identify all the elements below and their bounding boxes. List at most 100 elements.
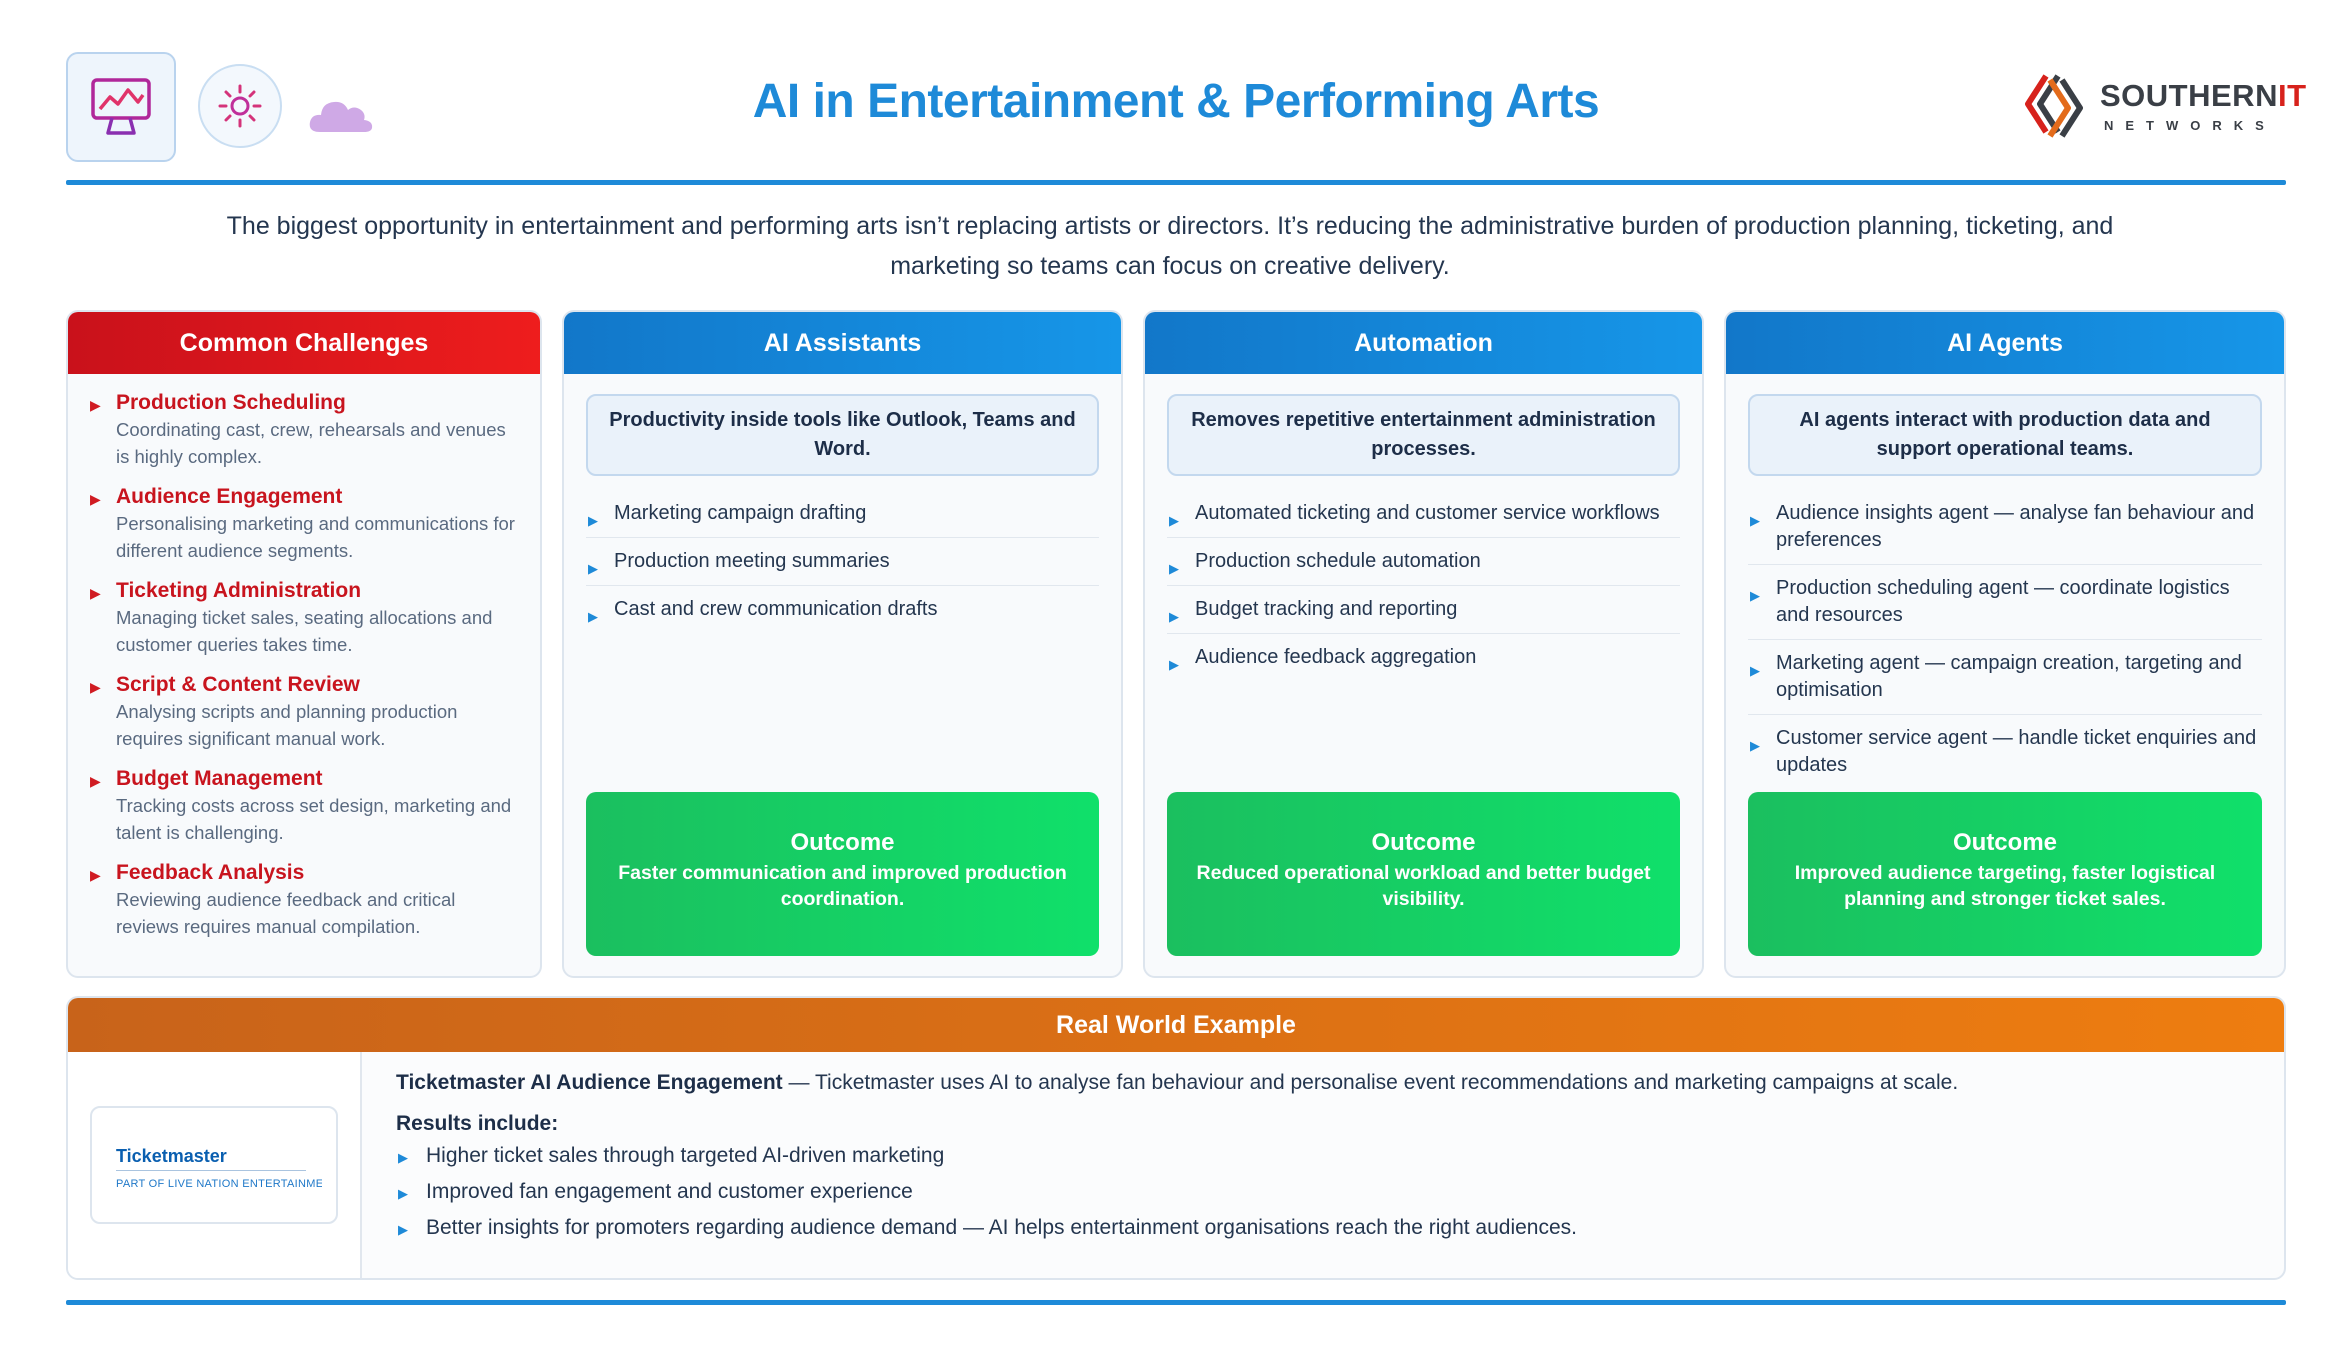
outcome-title: Outcome — [790, 829, 895, 856]
bullet-triangle-icon: ▶ — [90, 679, 101, 695]
bullet-item: ▶ Cast and crew communication drafts — [586, 586, 1099, 633]
header-divider — [66, 180, 2286, 185]
outcome-text: Reduced operational workload and better … — [1196, 862, 1651, 910]
challenge-title: Ticketing Administration — [116, 579, 362, 602]
column-header: AI Assistants — [564, 312, 1121, 374]
challenge-title: Script & Content Review — [116, 673, 360, 696]
bullet-item: ▶ Audience feedback aggregation — [1167, 634, 1680, 681]
bullet-text: Audience insights agent — analyse fan be… — [1776, 502, 2255, 551]
outcome-text: Faster communication and improved produc… — [618, 862, 1067, 910]
column-header: AI Agents — [1726, 312, 2284, 374]
bullet-item: ▶ Marketing agent — campaign creation, ta… — [1748, 640, 2262, 715]
bullet-item: ▶ Customer service agent — handle ticket … — [1748, 715, 2262, 789]
challenge-title: Feedback Analysis — [116, 861, 305, 884]
challenge-description: Coordinating cast, crew, rehearsals and … — [116, 419, 506, 467]
bullet-text: Production meeting summaries — [614, 550, 890, 572]
results-list: ▶ Higher ticket sales through targeted AI… — [396, 1138, 2264, 1246]
column-bullet-list: ▶ Automated ticketing and customer servic… — [1167, 490, 1680, 681]
bullet-text: Automated ticketing and customer service… — [1195, 502, 1660, 524]
ai-agents-panel: AI Agents AI agents interact with product… — [1724, 310, 2286, 978]
logo-mark-icon — [2025, 74, 2083, 138]
bullet-text: Production scheduling agent — coordinate… — [1776, 577, 2230, 626]
example-header: Real World Example — [68, 998, 2284, 1052]
outcome-title: Outcome — [1952, 829, 2057, 856]
challenge-description: Personalising marketing and communicatio… — [116, 513, 515, 561]
bullet-triangle-icon: ▶ — [1169, 513, 1179, 528]
bullet-triangle-icon: ▶ — [90, 773, 101, 789]
bullet-triangle-icon: ▶ — [588, 561, 598, 576]
bullet-item: ▶ Production scheduling agent — coordinat… — [1748, 565, 2262, 640]
bullet-item: ▶ Marketing campaign drafting — [586, 490, 1099, 538]
column-bullet-list: ▶ Marketing campaign drafting ▶ Production … — [586, 490, 1099, 633]
intro-text: The biggest opportunity in entertainment… — [226, 212, 2114, 280]
logo-divider — [116, 1170, 306, 1171]
result-item: ▶ Improved fan engagement and customer ex… — [396, 1174, 2264, 1210]
bullet-text: Cast and crew communication drafts — [614, 598, 938, 620]
monitor-chart-icon — [66, 52, 176, 162]
ticketmaster-logo-name: Ticketmaster — [116, 1146, 227, 1166]
bullet-item: ▶Production schedule automation — [1167, 538, 1680, 586]
result-text: Improved fan engagement and customer exp… — [426, 1180, 913, 1203]
bullet-triangle-icon: ▶ — [90, 397, 101, 413]
bullet-triangle-icon: ▶ — [398, 1186, 408, 1201]
column-bullet-list: ▶ Audience insights agent — analyse fan b… — [1748, 490, 2262, 789]
bullet-triangle-icon: ▶ — [1750, 663, 1760, 678]
column-header: Automation — [1145, 312, 1702, 374]
bullet-item: ▶ Automated ticketing and customer servic… — [1167, 490, 1680, 538]
bullet-text: Customer service agent — handle ticket e… — [1776, 727, 2257, 776]
result-item: ▶ Higher ticket sales through targeted AI… — [396, 1138, 2264, 1174]
challenge-description: Analysing scripts and planning productio… — [116, 701, 458, 749]
cloud-icon — [306, 90, 376, 140]
challenge-title: Audience Engagement — [116, 485, 343, 508]
bullet-triangle-icon: ▶ — [1750, 738, 1760, 753]
column-summary: Removes repetitive entertainment adminis… — [1167, 394, 1680, 476]
logo-name: SOUTHERNIT — [2100, 78, 2307, 113]
challenges-panel: Common Challenges ▶Production Scheduling… — [66, 310, 542, 978]
bullet-text: Budget tracking and reporting — [1195, 598, 1458, 620]
result-text: Higher ticket sales through targeted AI-… — [426, 1144, 945, 1167]
challenge-description: Managing ticket sales, seating allocatio… — [116, 607, 493, 655]
bullet-text: Marketing agent — campaign creation, tar… — [1776, 652, 2242, 701]
bullet-triangle-icon: ▶ — [588, 609, 598, 624]
bullet-triangle-icon: ▶ — [90, 585, 101, 601]
example-lead-rest: — Ticketmaster uses AI to analyse fan be… — [782, 1071, 1959, 1094]
bullet-triangle-icon: ▶ — [588, 513, 598, 528]
column-summary: AI agents interact with production data … — [1748, 394, 2262, 476]
challenge-title: Budget Management — [116, 767, 323, 790]
result-text: Better insights for promoters regarding … — [426, 1216, 1578, 1239]
sun-gear-icon — [198, 64, 282, 148]
bullet-text: Marketing campaign drafting — [614, 502, 867, 524]
bullet-triangle-icon: ▶ — [90, 867, 101, 883]
bullet-triangle-icon: ▶ — [1750, 513, 1760, 528]
ticketmaster-logo-tagline: PART OF LIVE NATION ENTERTAINMENT — [116, 1178, 322, 1190]
column-summary: Productivity inside tools like Outlook, … — [586, 394, 1099, 476]
bullet-item: ▶ Audience insights agent — analyse fan b… — [1748, 490, 2262, 565]
bullet-triangle-icon: ▶ — [1750, 588, 1760, 603]
footer-divider — [66, 1300, 2286, 1305]
bullet-item: ▶ Production meeting summaries — [586, 538, 1099, 586]
result-item: ▶ Better insights for promoters regarding… — [396, 1210, 2264, 1246]
bullet-text: Audience feedback aggregation — [1195, 646, 1477, 668]
outcome-title: Outcome — [1371, 829, 1476, 856]
example-body: Ticketmaster AI Audience Engagement — Ti… — [396, 1068, 2264, 1246]
logo-subtitle: NETWORKS — [2104, 118, 2276, 133]
bullet-triangle-icon: ▶ — [398, 1222, 408, 1237]
bullet-triangle-icon: ▶ — [1169, 609, 1179, 624]
bullet-triangle-icon: ▶ — [398, 1150, 408, 1165]
example-logo-area: Ticketmaster PART OF LIVE NATION ENTERTA… — [68, 1052, 362, 1278]
real-world-example: Real World Example Ticketmaster PART OF … — [66, 996, 2286, 1280]
outcome-text: Improved audience targeting, faster logi… — [1794, 862, 2216, 910]
bullet-triangle-icon: ▶ — [1169, 657, 1179, 672]
ticketmaster-logo-card: Ticketmaster PART OF LIVE NATION ENTERTA… — [90, 1106, 338, 1224]
bullet-triangle-icon: ▶ — [1169, 561, 1179, 576]
